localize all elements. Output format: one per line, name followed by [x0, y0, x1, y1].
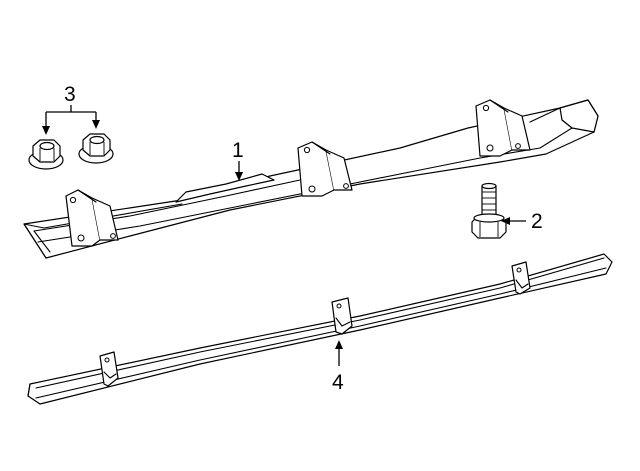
part-4-tab-right: [511, 261, 531, 295]
callout-1: 1: [232, 139, 244, 181]
callout-2-label: 2: [531, 210, 543, 233]
part-4-lower-rail: [27, 253, 613, 405]
part-2-bolt: [471, 182, 507, 239]
part-1-bracket-left: [65, 189, 119, 247]
callout-3: 3: [42, 83, 100, 135]
callout-4: 4: [332, 340, 344, 394]
callout-4-label: 4: [332, 371, 344, 394]
part-4-tab-left: [99, 351, 119, 387]
callout-3-label: 3: [64, 83, 76, 106]
part-3-nut-right: [78, 133, 114, 164]
part-1-running-board: [23, 99, 599, 259]
callout-1-label: 1: [232, 139, 244, 162]
part-1-bracket-middle: [297, 141, 353, 197]
part-3-nut-left: [28, 139, 64, 170]
part-4-tab-middle: [331, 297, 353, 335]
callout-2: 2: [501, 210, 543, 233]
part-1-bracket-right: [475, 99, 531, 157]
